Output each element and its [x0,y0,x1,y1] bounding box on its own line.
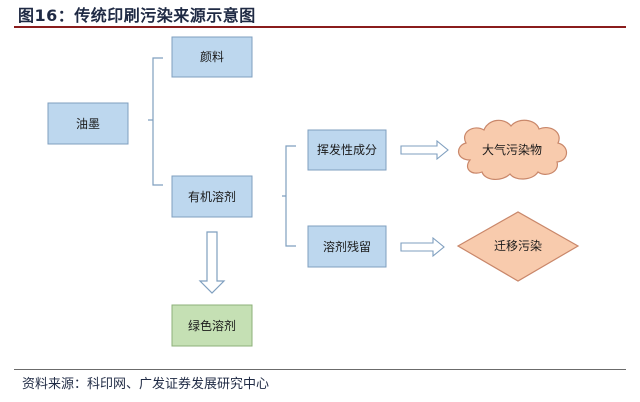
arrow-to-migration [400,236,445,258]
ink-bracket [148,57,163,186]
node-volatile-label: 挥发性成分 [317,142,377,157]
node-ink: 油墨 [47,102,129,145]
node-green-solvent: 绿色溶剂 [171,304,253,347]
node-air-pollutant: 大气污染物 [458,119,568,180]
node-migration: 迁移污染 [456,211,580,282]
arrow-to-air-pollutant [400,139,449,161]
node-pigment: 颜料 [171,36,253,78]
down-arrow [198,231,226,294]
node-migration-label: 迁移污染 [494,238,542,253]
node-organic-solvent: 有机溶剂 [171,175,253,218]
source-note: 资料来源：科印网、广发证券发展研究中心 [22,377,270,392]
node-volatile: 挥发性成分 [307,129,387,171]
solvent-bracket [282,145,296,247]
node-pigment-label: 颜料 [200,49,224,64]
figure-title: 图16：传统印刷污染来源示意图 [18,6,256,25]
node-air-pollutant-label: 大气污染物 [482,142,542,157]
title-rule [14,26,626,28]
footer-rule [14,369,626,370]
diamond-shape [456,211,580,282]
node-organic-solvent-label: 有机溶剂 [188,189,236,204]
cloud-shape [458,119,568,180]
node-residue-label: 溶剂残留 [323,239,371,254]
node-residue: 溶剂残留 [307,225,387,268]
node-ink-label: 油墨 [76,117,100,131]
node-green-solvent-label: 绿色溶剂 [188,318,236,333]
